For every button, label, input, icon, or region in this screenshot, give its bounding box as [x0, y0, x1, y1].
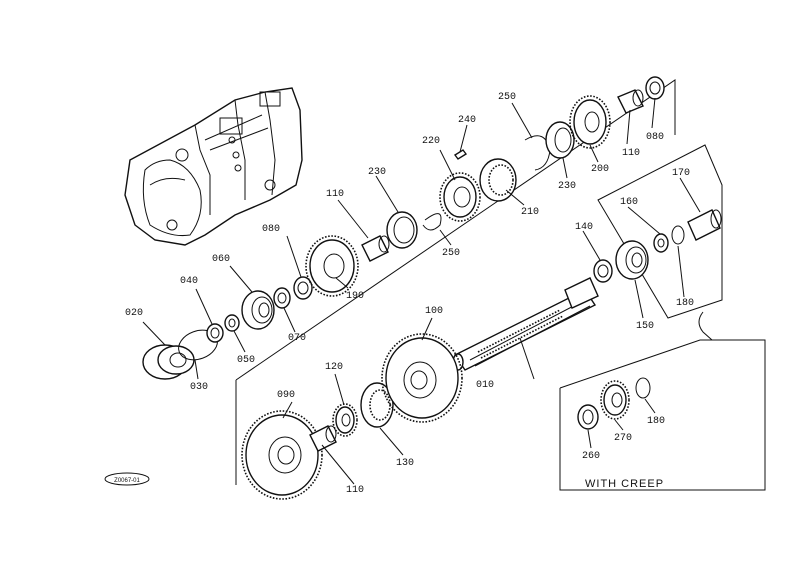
part-100-gear [381, 333, 463, 423]
leader-lines [142, 97, 701, 485]
label-150: 150 [636, 321, 654, 332]
part-140-washer [593, 259, 613, 283]
part-080-washer-upper [293, 276, 313, 300]
part-180-snap-ring-creep [635, 377, 651, 399]
creep-note: WITH CREEP [585, 478, 664, 490]
part-040-snap-ring [206, 323, 224, 343]
label-110-upper: 110 [326, 189, 344, 200]
part-180-snap-ring [671, 225, 685, 245]
part-250-circlip-lower [422, 213, 442, 231]
label-110-lower: 110 [346, 485, 364, 496]
label-070: 070 [288, 333, 306, 344]
part-170-needle-bearing [687, 209, 722, 241]
part-050-collar [224, 314, 240, 332]
label-240: 240 [458, 115, 476, 126]
part-110-needle-bearing-top [617, 89, 644, 114]
part-070-collar [273, 287, 291, 309]
part-080-washer-top [645, 76, 665, 100]
transmission-housing [124, 87, 303, 246]
part-190-gear [305, 235, 359, 297]
part-210-sleeve [479, 158, 517, 202]
drawing-reference-badge: Z0067-01 [104, 472, 150, 486]
label-030: 030 [190, 382, 208, 393]
part-200-gear [569, 95, 611, 149]
label-040: 040 [180, 276, 198, 287]
label-180-lower: 180 [676, 298, 694, 309]
part-260-bushing [577, 404, 599, 430]
label-120: 120 [325, 362, 343, 373]
label-090: 090 [277, 390, 295, 401]
part-020-bearing-cover [142, 344, 195, 380]
label-230-right: 230 [558, 181, 576, 192]
label-190: 190 [346, 291, 364, 302]
shaft-010 [452, 277, 599, 371]
label-080-upper: 080 [262, 224, 280, 235]
label-250-lower: 250 [442, 248, 460, 259]
label-020: 020 [125, 308, 143, 319]
part-110-needle-bearing-upper [361, 235, 390, 262]
part-230-ring [386, 211, 418, 249]
label-100: 100 [425, 306, 443, 317]
label-080-top: 080 [646, 132, 664, 143]
part-090-gear [241, 410, 323, 500]
label-170: 170 [672, 168, 690, 179]
label-140: 140 [575, 222, 593, 233]
label-180-creep: 180 [647, 416, 665, 427]
label-110-top: 110 [622, 148, 640, 159]
label-260: 260 [582, 451, 600, 462]
label-220: 220 [422, 136, 440, 147]
label-200: 200 [591, 164, 609, 175]
group-outline-lower-right [597, 144, 723, 319]
part-060-bearing [241, 290, 275, 330]
label-050: 050 [237, 355, 255, 366]
label-250-upper: 250 [498, 92, 516, 103]
label-210: 210 [521, 207, 539, 218]
part-110-needle-bearing-lower [309, 425, 337, 452]
part-150-bearing [615, 240, 649, 280]
label-270: 270 [614, 433, 632, 444]
part-270-gear [600, 380, 630, 420]
label-060: 060 [212, 254, 230, 265]
part-230-ring-upper [545, 121, 575, 159]
part-160-washer [653, 233, 669, 253]
group-outline-creep [559, 311, 766, 491]
group-outline-upper [235, 79, 676, 485]
part-120-gear [332, 403, 358, 437]
label-130: 130 [396, 458, 414, 469]
label-010: 010 [476, 380, 494, 391]
label-160: 160 [620, 197, 638, 208]
drawing-reference: Z0067-01 [114, 478, 140, 484]
label-230-left: 230 [368, 167, 386, 178]
part-220-gear [439, 172, 481, 222]
